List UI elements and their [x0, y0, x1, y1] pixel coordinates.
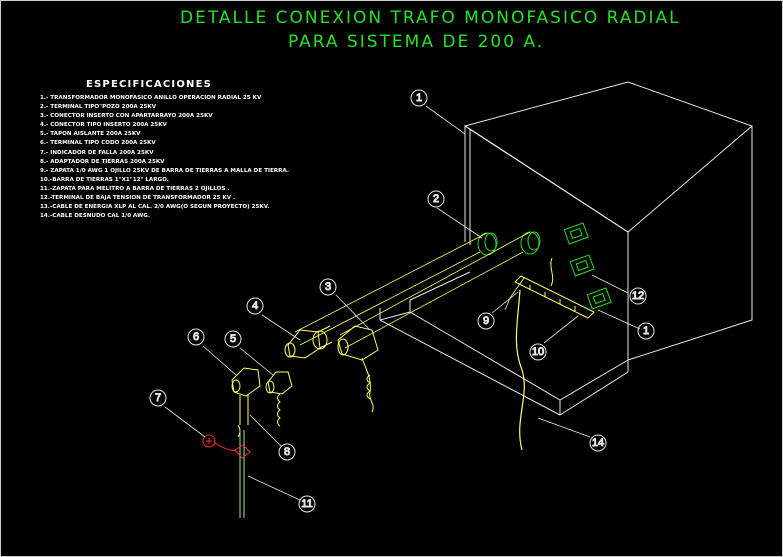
callout-1-right: 1: [637, 322, 655, 340]
callout-8: 8: [278, 443, 296, 461]
bare-ground-cable: [515, 289, 525, 451]
svg-text:11: 11: [301, 498, 312, 510]
spec-item: 12.-TERMINAL DE BAJA TENSION DE TRANSFOR…: [40, 195, 236, 202]
svg-text:6: 6: [193, 331, 199, 343]
callout-leaders: [164, 105, 641, 501]
callout-1-top: 1: [410, 89, 428, 107]
arrester-connector: [337, 325, 379, 413]
power-cable: [239, 430, 245, 518]
spec-item: 4.- CONECTOR TIPO INSERTO 200A 25KV: [40, 122, 167, 129]
ground-bar: [514, 275, 595, 319]
svg-text:4: 4: [252, 300, 258, 312]
callout-12: 12: [629, 287, 647, 305]
callout-11: 11: [298, 495, 316, 513]
svg-text:7: 7: [155, 392, 161, 404]
callout-2: 2: [427, 190, 445, 208]
svg-text:10: 10: [532, 346, 544, 358]
svg-text:3: 3: [325, 281, 331, 293]
callout-10: 10: [529, 343, 547, 361]
svg-text:5: 5: [230, 333, 236, 345]
insulating-cap: [265, 371, 293, 427]
spec-item: 14.-CABLE DESNUDO CAL 1/0 AWG.: [40, 213, 151, 220]
cabinet-top: [463, 81, 753, 233]
fault-indicator: [202, 434, 251, 459]
low-voltage-terminals: [563, 222, 612, 310]
spec-item: 11.-ZAPATA PARA MELITRO A BARRA DE TIERR…: [40, 185, 230, 192]
svg-text:1: 1: [643, 325, 649, 337]
spec-item: 3.- CONECTOR INSERTO CON APARTARRAYO 200…: [40, 113, 213, 120]
insert-connector: [284, 325, 333, 359]
insertion-guide-lines: [294, 231, 531, 349]
callout-14: 14: [589, 434, 607, 452]
transformer-cabinet: [379, 81, 753, 416]
svg-text:8: 8: [284, 446, 290, 458]
elbow-terminal: [231, 367, 261, 438]
drawing-title-line-2: PARA SISTEMA DE 200 A.: [288, 32, 545, 52]
spec-item: 6.- TERMINAL TIPO CODO 200A 25KV: [40, 140, 156, 147]
spec-item: 10.-BARRA DE TIERRAS 1"X1"12" LARGO.: [40, 176, 169, 183]
callout-3: 3: [319, 278, 337, 296]
drawing-title-line-1: DETALLE CONEXION TRAFO MONOFASICO RADIAL: [180, 8, 681, 28]
svg-text:9: 9: [483, 315, 489, 327]
spec-item: 13.-CABLE DE ENERGIA XLP AL CAL. 2/0 AWG…: [40, 204, 270, 211]
svg-text:1: 1: [416, 92, 422, 104]
callout-5: 5: [224, 330, 242, 348]
spec-item: 7.- INDICADOR DE FALLA 200A 25KV: [40, 149, 154, 156]
svg-text:14: 14: [592, 437, 604, 449]
spec-item: 9.- ZAPATA 1/0 AWG 1 OJILLO 25KV DE BARR…: [40, 167, 289, 174]
specifications-list: 1.- TRANSFORMADOR MONOFASICO ANILLO OPER…: [40, 94, 289, 221]
spec-item: 5.- TAPON AISLANTE 200A 25KV: [40, 131, 141, 138]
svg-text:2: 2: [433, 193, 439, 205]
spec-item: 8.- ADAPTADOR DE TIERRAS 200A 25KV: [40, 158, 165, 165]
callout-7: 7: [149, 389, 167, 407]
cabinet-base: [409, 271, 629, 401]
spec-item: 1.- TRANSFORMADOR MONOFASICO ANILLO OPER…: [40, 95, 262, 101]
callout-4: 4: [246, 297, 264, 315]
specifications-heading: ESPECIFICACIONES: [86, 79, 213, 90]
callout-6: 6: [187, 328, 205, 346]
spec-item: 2.- TERMINAL TIPO"POZO 200A 25KV: [40, 104, 157, 111]
svg-text:12: 12: [632, 290, 644, 302]
cabinet-right-side: [627, 126, 753, 361]
callouts: 1 2 3 4 5 6 7 8 9 10 11 12 1 14: [149, 89, 655, 513]
callout-9: 9: [477, 312, 495, 330]
